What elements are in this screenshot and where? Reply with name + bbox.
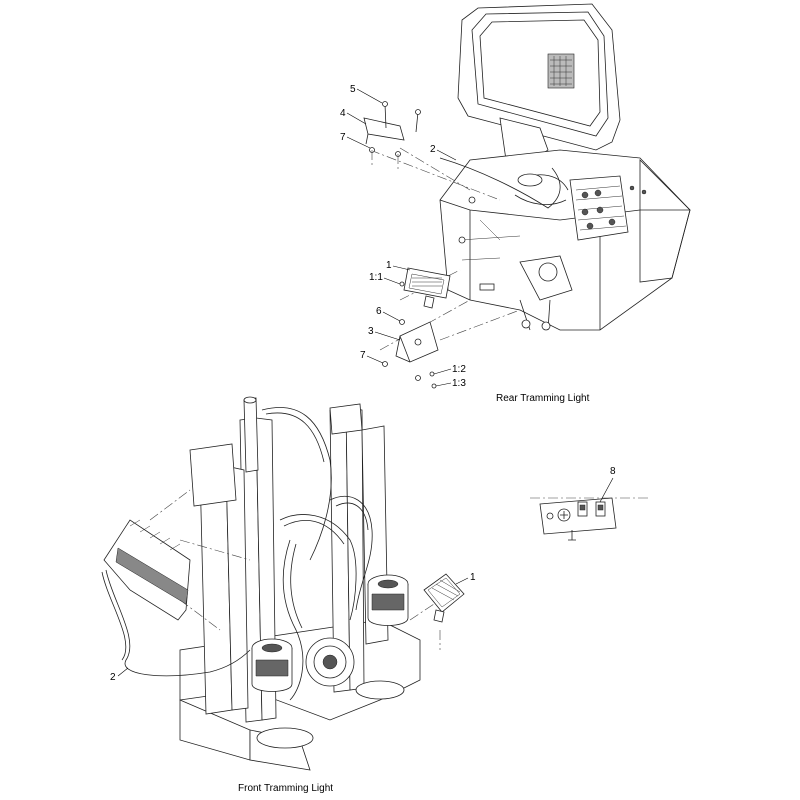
rear-caption: Rear Tramming Light xyxy=(496,393,590,404)
rear-work-light xyxy=(399,267,451,309)
hydraulic-motor xyxy=(251,638,293,692)
callout-6: 6 xyxy=(376,306,382,317)
front-harness-wire xyxy=(105,569,251,677)
drive-gearbox xyxy=(305,637,355,687)
mounting-bracket-top xyxy=(363,101,421,170)
callout-4: 4 xyxy=(340,108,346,119)
front-caption: Front Tramming Light xyxy=(238,783,333,794)
front-callouts: 8 1 2 xyxy=(110,466,616,683)
callout-7: 7 xyxy=(340,132,346,143)
rear-machine-illustration xyxy=(439,3,691,331)
callout-7-low: 7 xyxy=(360,350,366,361)
rear-callouts: 5 4 7 2 1 1:1 6 3 7 1:2 1:3 xyxy=(340,84,466,389)
callout-1: 1 xyxy=(386,260,392,271)
front-machine-illustration xyxy=(103,396,421,771)
front-work-light xyxy=(423,573,465,623)
callout-8: 8 xyxy=(610,466,616,477)
callout-2: 2 xyxy=(430,144,436,155)
callout-1-3: 1:3 xyxy=(452,378,466,389)
grille-icon xyxy=(547,53,575,89)
switch-panel xyxy=(530,497,650,541)
callout-1-1: 1:1 xyxy=(369,272,383,283)
callout-5: 5 xyxy=(350,84,356,95)
callout-1-front: 1 xyxy=(470,572,476,583)
light-mount-bracket xyxy=(382,319,439,389)
hydraulic-motor-right xyxy=(367,574,409,626)
callout-2-front: 2 xyxy=(110,672,116,683)
harness-wire xyxy=(439,157,561,209)
callout-3: 3 xyxy=(368,326,374,337)
callout-1-2: 1:2 xyxy=(452,364,466,375)
